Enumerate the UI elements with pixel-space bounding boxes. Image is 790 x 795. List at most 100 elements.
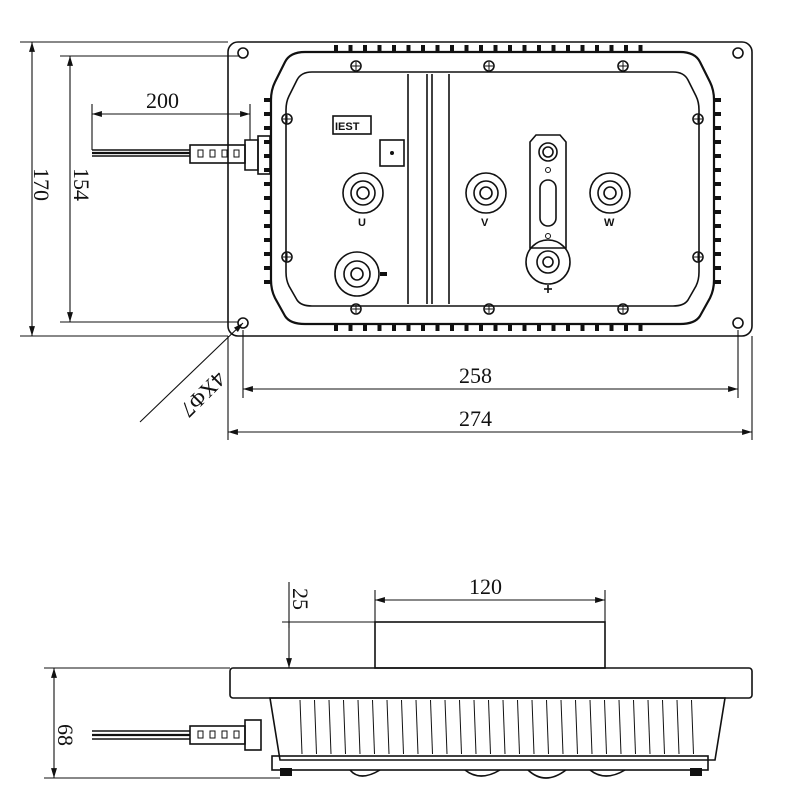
fin-dash xyxy=(508,324,512,331)
logo-box xyxy=(332,115,372,135)
terminal-u-label: U xyxy=(358,217,366,229)
side-fin xyxy=(430,699,433,755)
stud-5 xyxy=(527,769,567,779)
dim-274: 274 xyxy=(227,336,753,440)
fin-dash xyxy=(638,324,643,331)
dim-holes-text: 4XΦ7 xyxy=(175,366,231,422)
side-fins xyxy=(299,699,694,755)
dim-200: 200 xyxy=(91,88,251,150)
dim-200-text: 200 xyxy=(146,88,179,113)
housing-outer xyxy=(269,50,716,326)
screw-icon xyxy=(483,303,495,315)
dim-25-text: 25 xyxy=(288,588,313,610)
fin-dash xyxy=(551,45,556,52)
fin-dash xyxy=(714,238,721,242)
side-fin xyxy=(328,699,332,755)
side-fin xyxy=(531,699,535,755)
screw-head xyxy=(617,60,629,72)
fins-right xyxy=(714,98,721,284)
fin-dash xyxy=(392,324,396,331)
fin-dash xyxy=(377,45,382,52)
screw-icon xyxy=(281,113,293,125)
fin-dash xyxy=(714,98,721,102)
fins-top xyxy=(334,45,643,52)
side-fin xyxy=(589,699,593,755)
fin-dash xyxy=(363,45,367,52)
screw-icon xyxy=(692,251,704,263)
fin-dash xyxy=(595,324,599,331)
side-fin xyxy=(401,699,404,755)
side-fin xyxy=(372,699,375,755)
screw-head xyxy=(350,303,362,315)
dim-170-text: 170 xyxy=(29,168,54,201)
fin-dash xyxy=(714,210,721,214)
fin-dash xyxy=(435,324,440,331)
screw-icon xyxy=(281,251,293,263)
screw-head xyxy=(692,251,704,263)
cable-side xyxy=(92,719,262,751)
fin-dash xyxy=(714,182,721,186)
fin-dash xyxy=(406,45,411,52)
fin-dash xyxy=(421,45,425,52)
side-bottom-strip xyxy=(271,755,709,771)
terminal-negative xyxy=(334,251,387,297)
side-fin xyxy=(560,699,564,755)
terminal-w-label: W xyxy=(604,217,615,229)
fin-dash xyxy=(264,168,271,172)
fin-dash xyxy=(493,45,498,52)
fin-dash xyxy=(479,324,483,331)
mount-hole-tl xyxy=(237,47,249,59)
screws xyxy=(281,60,704,315)
terminal-positive xyxy=(525,134,571,293)
side-fin xyxy=(604,699,607,755)
fin-dash xyxy=(348,45,353,52)
fin-dash xyxy=(714,112,721,116)
fin-dash xyxy=(334,45,338,52)
fin-dash xyxy=(714,280,721,284)
fin-dash xyxy=(493,324,498,331)
screw-icon xyxy=(617,303,629,315)
side-fin xyxy=(662,699,665,755)
dim-274-text: 274 xyxy=(459,406,492,431)
fin-dash xyxy=(522,45,527,52)
side-fin xyxy=(299,699,303,755)
fin-dash xyxy=(580,45,585,52)
screw-icon xyxy=(350,303,362,315)
dim-170: 170 xyxy=(20,41,228,337)
screw-icon xyxy=(350,60,362,72)
screw-head xyxy=(483,303,495,315)
fin-dash xyxy=(264,182,271,186)
fin-dash xyxy=(609,324,614,331)
fin-dash xyxy=(464,45,469,52)
side-fin xyxy=(488,699,491,755)
side-fin xyxy=(473,699,477,755)
fin-dash xyxy=(537,45,541,52)
terminal-v-label: V xyxy=(481,217,489,229)
stud-3 xyxy=(349,769,381,777)
side-view: 68 25 120 xyxy=(44,574,753,779)
fin-dash xyxy=(363,324,367,331)
fin-dash xyxy=(537,324,541,331)
fin-dash xyxy=(377,324,382,331)
dim-68: 68 xyxy=(44,667,280,779)
fin-dash xyxy=(714,126,721,130)
dim-120: 120 xyxy=(374,574,606,622)
fin-dash xyxy=(450,45,454,52)
fin-dash xyxy=(566,45,570,52)
fin-dash xyxy=(714,252,721,256)
fin-dash xyxy=(406,324,411,331)
screw-head xyxy=(281,251,293,263)
fin-dash xyxy=(464,324,469,331)
fin-dash xyxy=(609,45,614,52)
screw-head xyxy=(617,303,629,315)
fin-dash xyxy=(624,45,628,52)
fin-dash xyxy=(348,324,353,331)
dim-258: 258 xyxy=(242,330,739,398)
fin-dash xyxy=(714,224,721,228)
stud-6 xyxy=(589,769,626,777)
fin-dash xyxy=(264,252,271,256)
dim-154-text: 154 xyxy=(69,168,94,201)
top-block xyxy=(374,621,606,669)
side-fin xyxy=(314,699,317,755)
side-fin xyxy=(517,699,520,755)
